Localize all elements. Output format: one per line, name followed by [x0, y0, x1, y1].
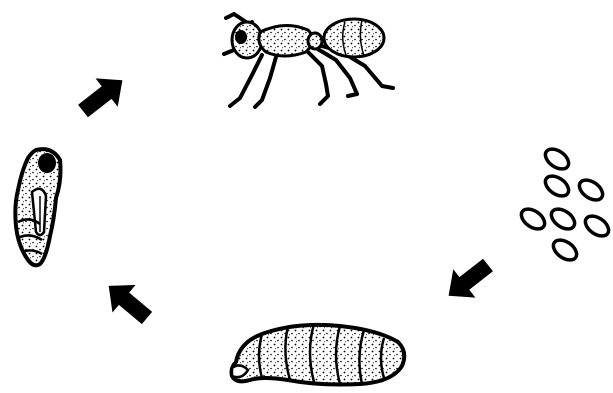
egg	[518, 205, 548, 233]
egg	[542, 145, 572, 173]
arrow-icon	[438, 251, 500, 310]
ant-icon	[224, 14, 393, 107]
arrow-icon	[97, 272, 158, 332]
egg	[548, 205, 578, 233]
arrow-icon	[72, 66, 134, 125]
larva-icon	[232, 324, 405, 385]
egg	[582, 212, 612, 240]
pupa-icon	[15, 149, 60, 265]
egg	[542, 172, 572, 200]
egg	[576, 176, 606, 204]
egg	[550, 236, 580, 264]
egg-cluster-icon	[518, 145, 612, 264]
